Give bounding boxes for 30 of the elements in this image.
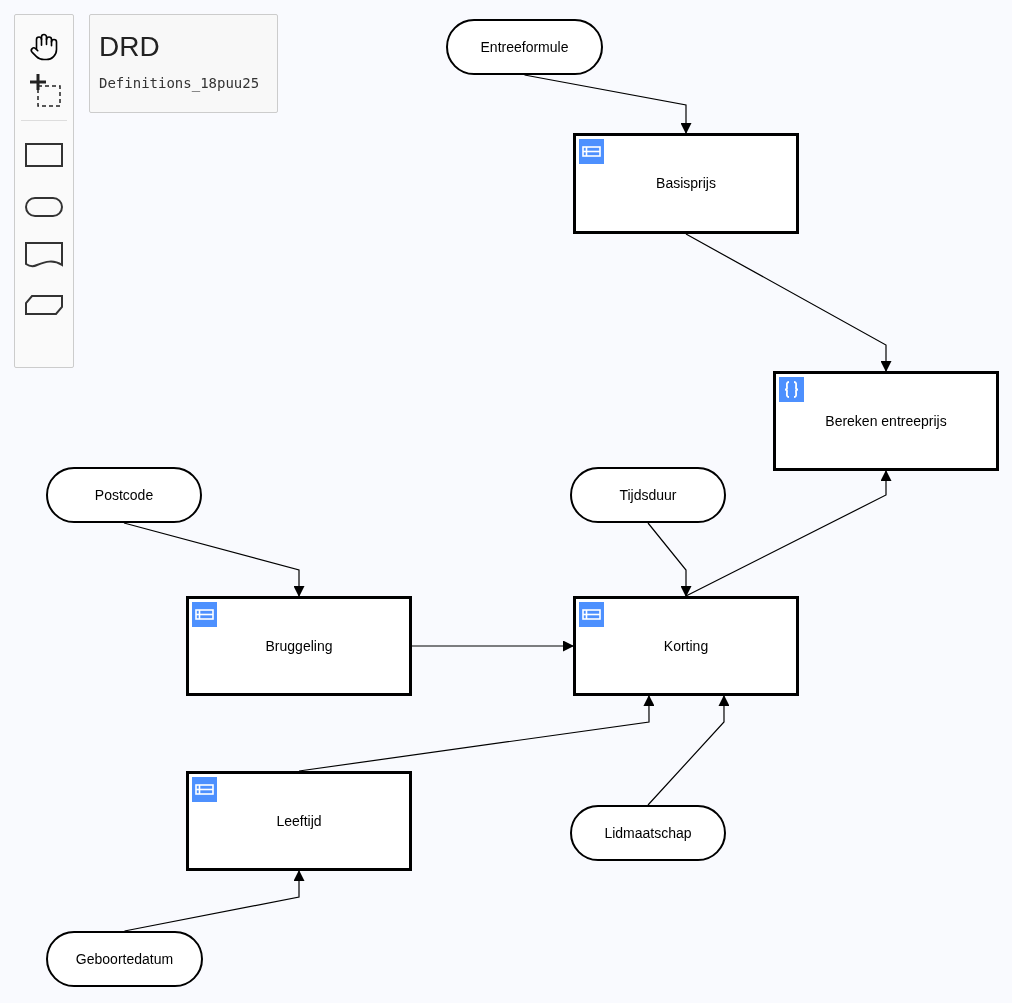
node-label: Definitions_18puu25 bbox=[99, 74, 261, 94]
input-data-pill bbox=[46, 931, 203, 987]
node-label: DRD bbox=[99, 30, 161, 64]
requirement-arrow bbox=[647, 695, 730, 806]
node-label: Entreeformule bbox=[480, 37, 569, 57]
input-data-pill bbox=[446, 19, 603, 75]
node-label: Tijdsduur bbox=[619, 485, 677, 505]
node-label: Korting bbox=[663, 636, 709, 656]
decision-box bbox=[186, 596, 412, 696]
node-label: Postcode bbox=[94, 485, 154, 505]
node-label: Basisprijs bbox=[656, 174, 716, 193]
decision-box bbox=[186, 771, 412, 871]
decision-box bbox=[773, 371, 999, 471]
requirement-arrow bbox=[685, 470, 892, 597]
requirement-arrow bbox=[685, 233, 892, 372]
node-label: Bereken entreeprijs bbox=[825, 411, 947, 431]
input-data-pill bbox=[570, 467, 726, 523]
decision-box bbox=[573, 596, 799, 696]
node-label: Leeftijd bbox=[276, 811, 322, 831]
node-label: Geboortedatum bbox=[75, 949, 174, 969]
requirement-arrow bbox=[123, 870, 305, 932]
input-data-pill bbox=[46, 467, 202, 523]
requirement-arrow bbox=[647, 522, 692, 597]
decision-box bbox=[573, 133, 799, 234]
diagram-info-panel bbox=[89, 14, 278, 113]
requirement-arrow bbox=[123, 522, 305, 597]
node-label: Bruggeling bbox=[265, 636, 333, 656]
node-label: Lidmaatschap bbox=[604, 823, 692, 843]
input-data-pill bbox=[570, 805, 726, 861]
requirement-arrow bbox=[411, 640, 574, 652]
